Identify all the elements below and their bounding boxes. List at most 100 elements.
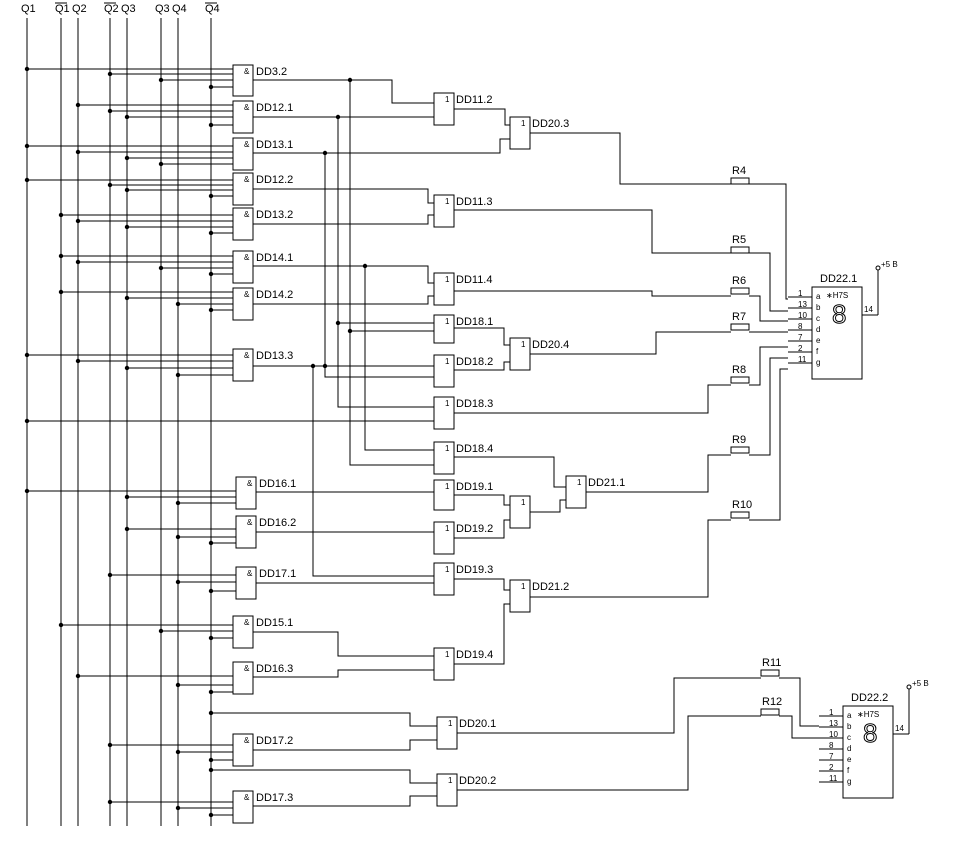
gate-label: DD12.2 bbox=[256, 174, 293, 186]
gate-label: DD12.1 bbox=[256, 102, 293, 114]
wire bbox=[530, 132, 731, 185]
gate-body bbox=[232, 137, 254, 171]
supply-terminal bbox=[906, 684, 912, 690]
gate-DD12.2: &DD12.2 bbox=[232, 172, 293, 206]
display-seg: f bbox=[816, 347, 819, 356]
gate-label: DD3.2 bbox=[256, 66, 287, 78]
gate-body bbox=[565, 475, 587, 509]
gate-symbol: & bbox=[244, 140, 250, 149]
gate-body bbox=[433, 441, 455, 475]
gate-symbol: 1 bbox=[445, 482, 450, 491]
junction-dot bbox=[24, 418, 30, 424]
display-body bbox=[842, 705, 894, 799]
gate-body bbox=[232, 733, 254, 767]
wire bbox=[253, 795, 437, 807]
resistor-label-R7: R7 bbox=[732, 311, 746, 323]
resistor-label-R4: R4 bbox=[732, 165, 746, 177]
gate-symbol: 1 bbox=[445, 565, 450, 574]
wire bbox=[454, 578, 510, 591]
display-label: DD22.1 bbox=[820, 273, 857, 285]
wire bbox=[253, 214, 434, 225]
wire bbox=[454, 361, 510, 371]
wire bbox=[454, 603, 510, 665]
resistor-R12 bbox=[760, 708, 780, 716]
gate-label: DD19.1 bbox=[456, 481, 493, 493]
junction-dot bbox=[208, 122, 214, 128]
junction-dot bbox=[208, 230, 214, 236]
gate-body bbox=[433, 272, 455, 306]
gate-body bbox=[433, 562, 455, 596]
display-pin: 10 bbox=[798, 311, 807, 320]
wire bbox=[211, 712, 437, 727]
resistor-label-R8: R8 bbox=[732, 364, 746, 376]
gate-symbol: & bbox=[247, 479, 253, 488]
display-chip: ∗H7S bbox=[826, 291, 848, 300]
gate-label: DD11.2 bbox=[456, 94, 492, 106]
wire bbox=[457, 677, 761, 734]
supply-terminal bbox=[875, 265, 881, 271]
junction-dot bbox=[107, 742, 113, 748]
wire bbox=[749, 183, 788, 300]
junction-dot bbox=[335, 320, 341, 326]
junction-dot bbox=[124, 187, 130, 193]
display-seg: d bbox=[816, 325, 820, 334]
junction-dot bbox=[158, 161, 164, 167]
gate-symbol: 1 bbox=[445, 650, 450, 659]
junction-dot bbox=[175, 579, 181, 585]
bus-label-Q4: Q4 bbox=[172, 3, 187, 15]
gate-body bbox=[436, 716, 458, 750]
display-seg: g bbox=[816, 358, 820, 367]
wire bbox=[749, 295, 788, 322]
gate-symbol: 1 bbox=[445, 524, 450, 533]
junction-dot bbox=[124, 295, 130, 301]
gate-symbol: & bbox=[244, 793, 250, 802]
junction-dot bbox=[158, 265, 164, 271]
wire bbox=[454, 384, 731, 414]
gate-body bbox=[509, 579, 531, 613]
junction-dot bbox=[208, 84, 214, 90]
junction-dot bbox=[107, 182, 113, 188]
junction-dot bbox=[208, 271, 214, 277]
junction-dot bbox=[208, 540, 214, 546]
gate-label: DD19.2 bbox=[456, 523, 493, 535]
gate-DD13.2: &DD13.2 bbox=[232, 207, 293, 241]
junction-dot bbox=[75, 673, 81, 679]
gate-DD3.2: &DD3.2 bbox=[232, 64, 287, 97]
display-seg: e bbox=[816, 336, 821, 345]
junction-dot bbox=[175, 534, 181, 540]
gate-symbol: & bbox=[244, 253, 250, 262]
gate-DD14.1: &DD14.1 bbox=[232, 250, 293, 284]
gate-label: DD18.3 bbox=[456, 398, 493, 410]
display-seg: c bbox=[847, 733, 851, 742]
junction-dot bbox=[124, 526, 130, 532]
bus-label-nQ4: Q4 bbox=[205, 3, 220, 15]
junction-dot bbox=[347, 328, 353, 334]
gate-label: DD15.1 bbox=[256, 617, 293, 629]
junction-dot bbox=[107, 108, 113, 114]
display-pin: 10 bbox=[829, 730, 838, 739]
junction-dot bbox=[124, 365, 130, 371]
gate-symbol: & bbox=[244, 351, 250, 360]
gate-symbol: 1 bbox=[448, 776, 453, 785]
gate-body bbox=[433, 647, 455, 681]
resistor-R10 bbox=[730, 511, 750, 519]
wire bbox=[253, 739, 437, 751]
gate-symbol: & bbox=[247, 569, 253, 578]
bus-label-Q2: Q2 bbox=[72, 3, 87, 15]
wire bbox=[749, 368, 788, 521]
junction-dot bbox=[175, 372, 181, 378]
gate-label: DD21.1 bbox=[588, 477, 625, 489]
gate-body bbox=[232, 207, 254, 241]
junction-dot bbox=[107, 799, 113, 805]
display-seg: e bbox=[847, 755, 852, 764]
gate-symbol: & bbox=[244, 664, 250, 673]
display-supply-label: +5 B bbox=[912, 679, 929, 688]
gate-unlabeled-or: 1 bbox=[509, 495, 531, 529]
